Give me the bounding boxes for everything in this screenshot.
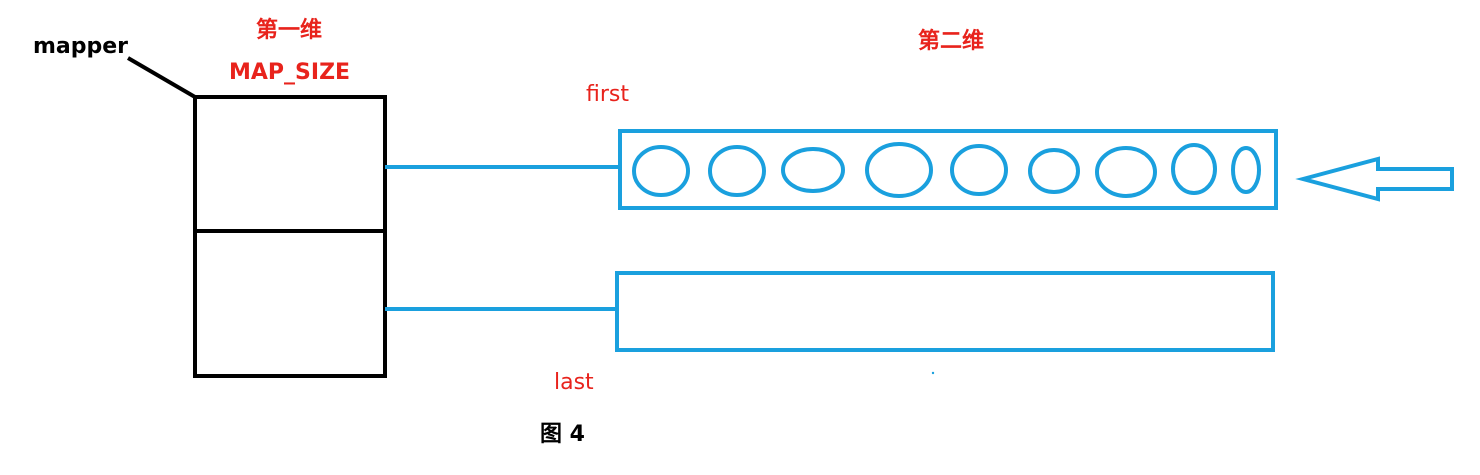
left-arrow-icon bbox=[1295, 156, 1454, 202]
list-element bbox=[1231, 146, 1261, 194]
last-list-box bbox=[615, 271, 1275, 352]
first-dimension-label: 第一维 bbox=[256, 18, 323, 43]
list-element bbox=[781, 147, 845, 193]
figure-caption: 图 4 bbox=[540, 422, 585, 447]
list-element bbox=[632, 145, 690, 197]
list-element bbox=[865, 142, 933, 198]
list-element bbox=[1028, 148, 1080, 194]
map-size-label: MAP_SIZE bbox=[229, 60, 351, 85]
second-dimension-label: 第二维 bbox=[918, 29, 985, 54]
first-list-elements bbox=[632, 142, 1261, 198]
map-array-box bbox=[193, 95, 387, 378]
list-element bbox=[950, 144, 1008, 196]
first-label: first bbox=[586, 82, 629, 107]
first-list-box bbox=[618, 129, 1278, 210]
list-element bbox=[1171, 143, 1217, 195]
last-label: last bbox=[554, 370, 594, 395]
stray-dot bbox=[931, 371, 935, 375]
list-element bbox=[1095, 146, 1157, 198]
mapper-label: mapper bbox=[33, 34, 129, 59]
list-element bbox=[708, 145, 766, 197]
mapper-pointer-line bbox=[126, 56, 197, 99]
